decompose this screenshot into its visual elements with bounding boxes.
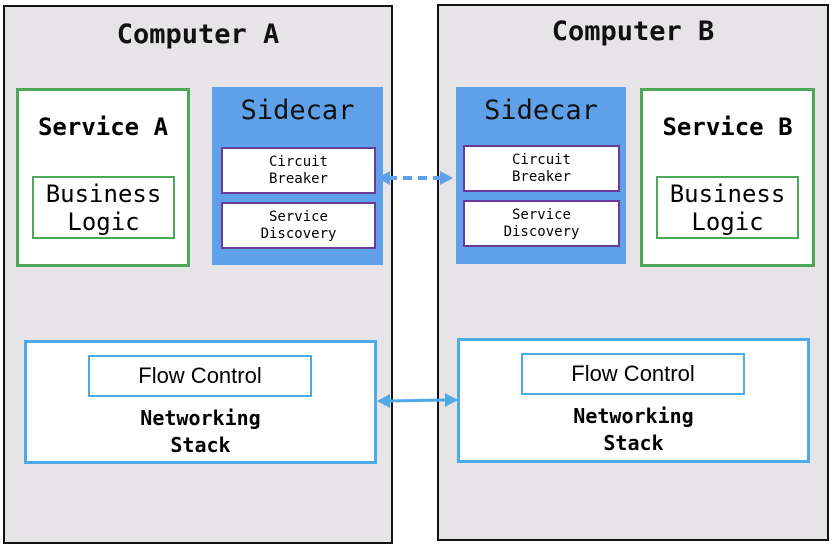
service-a-title: Service A bbox=[37, 113, 169, 141]
sidecar-b-title: Sidecar bbox=[484, 95, 598, 126]
sidecar-b-circuit-breaker: Circuit Breaker bbox=[463, 145, 620, 192]
sidecar-a-circuit-breaker: Circuit Breaker bbox=[221, 147, 376, 194]
service-b-title: Service B bbox=[662, 113, 793, 141]
network-solid-arrow bbox=[377, 393, 458, 408]
networking-stack-b-title: Networking Stack bbox=[573, 404, 694, 455]
service-a-business-logic: Business Logic bbox=[32, 176, 175, 239]
computer-b-title: Computer B bbox=[551, 16, 715, 47]
networking-stack-b: Networking Stack bbox=[457, 338, 810, 463]
service-b-business-logic: Business Logic bbox=[656, 176, 799, 239]
flow-control-b: Flow Control bbox=[521, 353, 745, 395]
sidecar-a-title: Sidecar bbox=[240, 95, 355, 126]
sidecar-b-service-discovery: Service Discovery bbox=[463, 200, 620, 247]
flow-control-a: Flow Control bbox=[88, 355, 312, 397]
sidecar-dashed-arrow bbox=[377, 171, 453, 185]
computer-a-title: Computer A bbox=[116, 19, 280, 50]
networking-stack-a-title: Networking Stack bbox=[140, 406, 261, 457]
sidecar-a-service-discovery: Service Discovery bbox=[221, 202, 376, 249]
